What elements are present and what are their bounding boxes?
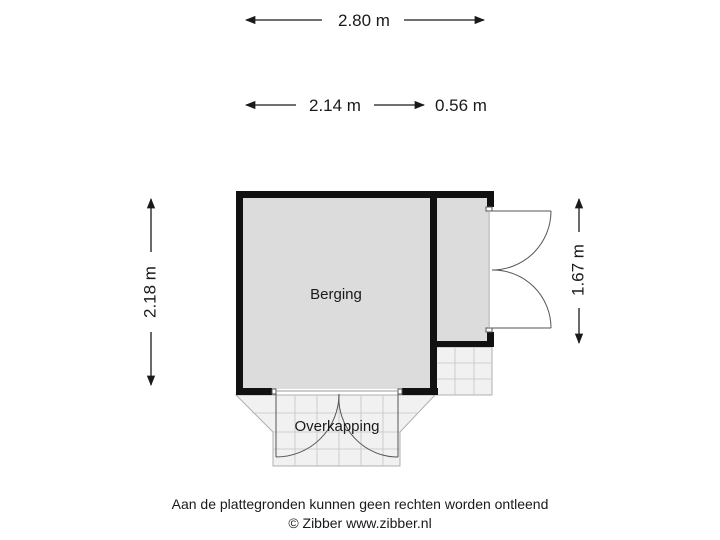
dimension-left-height: 2.18 m bbox=[140, 197, 159, 387]
disclaimer-text: Aan de plattegronden kunnen geen rechten… bbox=[171, 496, 549, 512]
dimension-total-width: 2.80 m bbox=[244, 11, 486, 30]
walls bbox=[236, 191, 494, 395]
tiled-area-right bbox=[435, 346, 493, 396]
dimension-berging-width: 2.14 m bbox=[244, 96, 426, 115]
side-width-label: 0.56 m bbox=[435, 96, 487, 115]
dimension-side-width: 0.56 m bbox=[435, 96, 487, 115]
copyright-text: © Zibber www.zibber.nl bbox=[288, 515, 432, 531]
berging-label: Berging bbox=[310, 286, 362, 303]
dimension-right-height: 1.67 m bbox=[568, 197, 587, 345]
left-height-label: 2.18 m bbox=[140, 266, 159, 318]
overkapping-label: Overkapping bbox=[294, 418, 379, 435]
right-height-label: 1.67 m bbox=[568, 244, 587, 296]
side-room-double-door bbox=[485, 206, 552, 333]
total-width-label: 2.80 m bbox=[338, 11, 390, 30]
berging-double-door bbox=[271, 388, 403, 458]
berging-width-label: 2.14 m bbox=[309, 96, 361, 115]
side-room-floor bbox=[436, 197, 488, 342]
berging-room-floor bbox=[242, 197, 432, 389]
